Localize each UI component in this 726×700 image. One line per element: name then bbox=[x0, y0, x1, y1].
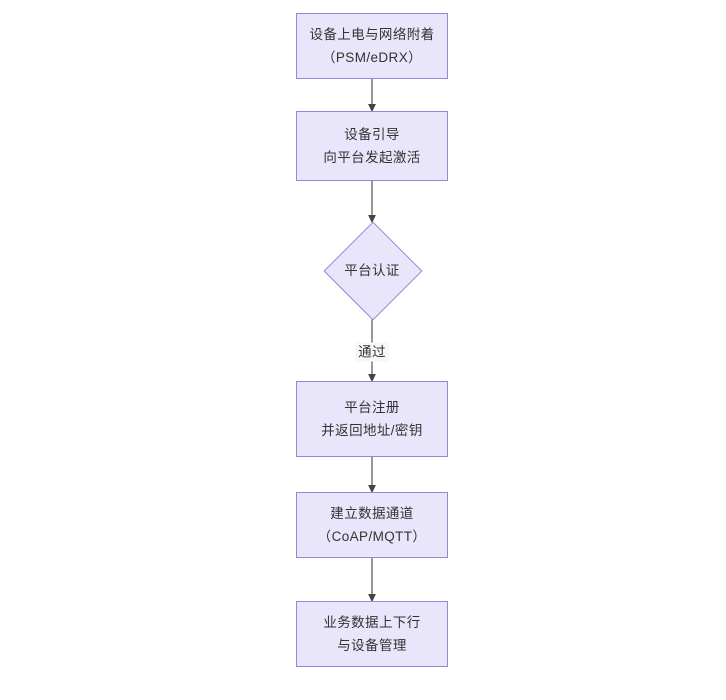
flow-node-device-power-on[interactable]: 设备上电与网络附着 （PSM/eDRX） bbox=[296, 13, 448, 79]
flow-node-label: （PSM/eDRX） bbox=[321, 50, 423, 65]
flow-node-label: 设备上电与网络附着 bbox=[309, 27, 435, 42]
flow-node-platform-authentication[interactable]: 平台认证 bbox=[323, 221, 423, 321]
flow-node-label: 并返回地址/密钥 bbox=[321, 423, 423, 438]
flow-node-label: （CoAP/MQTT） bbox=[317, 529, 427, 544]
flow-node-label: 平台注册 bbox=[344, 400, 400, 415]
flow-node-establish-data-channel[interactable]: 建立数据通道 （CoAP/MQTT） bbox=[296, 492, 448, 558]
flow-node-business-data-and-device-management[interactable]: 业务数据上下行 与设备管理 bbox=[296, 601, 448, 667]
flow-node-label: 建立数据通道 bbox=[330, 506, 414, 521]
flow-node-label: 与设备管理 bbox=[337, 638, 407, 653]
edge-label-pass: 通过 bbox=[355, 342, 389, 362]
flow-node-label: 向平台发起激活 bbox=[323, 150, 421, 165]
flow-node-label: 平台认证 bbox=[344, 262, 400, 278]
flow-node-label: 设备引导 bbox=[344, 127, 400, 142]
flow-node-label: 业务数据上下行 bbox=[323, 615, 421, 630]
flow-node-platform-registration[interactable]: 平台注册 并返回地址/密钥 bbox=[296, 381, 448, 457]
flow-node-device-bootstrap[interactable]: 设备引导 向平台发起激活 bbox=[296, 111, 448, 181]
